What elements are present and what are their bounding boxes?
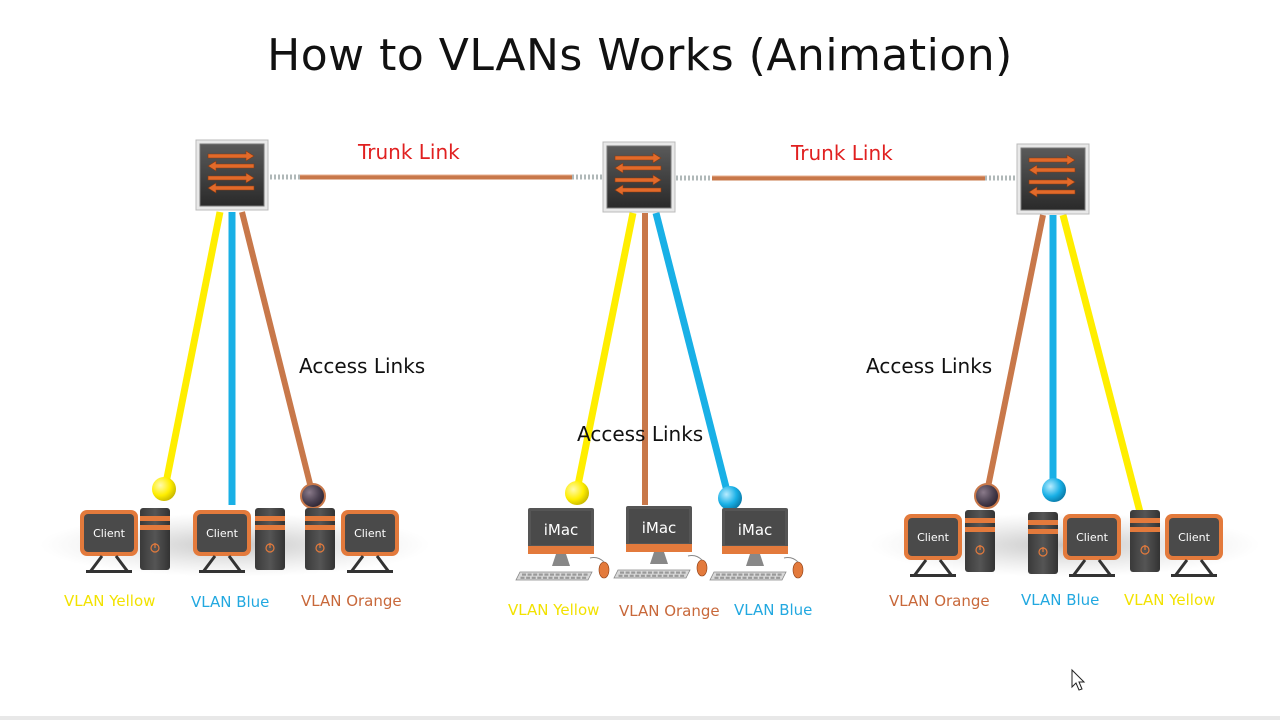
diagram-title: How to VLANs Works (Animation) (267, 30, 1013, 81)
vlan-label: VLAN Orange (301, 592, 402, 610)
trunk-link-label: Trunk Link (791, 141, 893, 165)
vlan-label: VLAN Blue (191, 593, 270, 611)
client-computer: Client (193, 508, 285, 573)
vlan-label: VLAN Blue (1021, 591, 1100, 609)
blue-port-marker (718, 486, 742, 510)
client-computer: Client (904, 510, 995, 577)
vlan-label: VLAN Yellow (508, 601, 600, 619)
device-screen-label: iMac (642, 519, 677, 537)
switch-icon (195, 139, 269, 211)
access-link-yellow (1059, 214, 1144, 513)
yellow-port-marker (152, 477, 176, 501)
access-links-label: Access Links (866, 354, 993, 378)
vlan-label: VLAN Yellow (64, 592, 156, 610)
device-screen-label: iMac (738, 521, 773, 539)
device-screen-label: Client (93, 527, 126, 540)
imac-computer: iMac (515, 508, 610, 581)
trunk-link-1 (270, 174, 604, 180)
vlan-label: VLAN Yellow (1124, 591, 1216, 609)
access-links-middle (573, 212, 732, 505)
switch-icon (602, 141, 676, 213)
trunk-link-label: Trunk Link (358, 140, 460, 164)
access-links-right (984, 214, 1144, 513)
yellow-port-marker (565, 481, 589, 505)
access-link-yellow (573, 212, 637, 491)
client-computer: Client (305, 508, 399, 573)
imac-computer: iMac (709, 508, 804, 581)
device-screen-label: Client (354, 527, 387, 540)
orange-port-marker (300, 483, 326, 509)
client-computer: Client (1028, 512, 1121, 577)
device-screen-label: iMac (544, 521, 579, 539)
access-links-label: Access Links (299, 354, 426, 378)
access-links-label: Access Links (577, 422, 704, 446)
access-link-orange (984, 214, 1046, 493)
device-screen-label: Client (206, 527, 239, 540)
access-link-yellow (161, 211, 224, 489)
orange-port-marker (974, 483, 1000, 509)
access-link-blue (652, 212, 732, 496)
port-markers (152, 477, 1066, 510)
client-computer: Client (1130, 510, 1223, 577)
mouse-cursor-icon (1071, 668, 1086, 691)
access-link-orange (239, 211, 315, 493)
vlan-label: VLAN Orange (619, 602, 720, 620)
trunk-link-2 (676, 175, 1018, 181)
access-links-left (161, 211, 315, 505)
bottom-strip (0, 716, 1280, 720)
client-computer: Client (80, 508, 170, 573)
vlan-label: VLAN Orange (889, 592, 990, 610)
blue-port-marker (1042, 478, 1066, 502)
device-screen-label: Client (1076, 531, 1109, 544)
vlan-label: VLAN Blue (734, 601, 813, 619)
device-screen-label: Client (1178, 531, 1211, 544)
switch-icon (1016, 143, 1090, 215)
device-screen-label: Client (917, 531, 950, 544)
imac-computer: iMac (613, 506, 708, 579)
